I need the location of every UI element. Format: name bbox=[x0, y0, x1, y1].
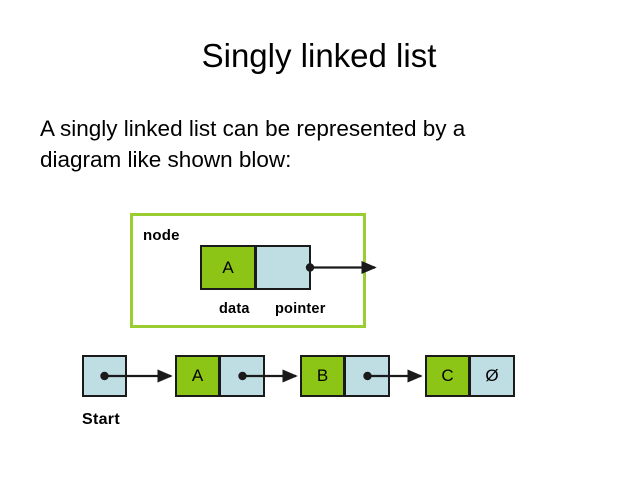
list-node-a: A bbox=[175, 355, 265, 397]
list-node-a-pointer bbox=[220, 355, 265, 397]
node-group-label: node bbox=[143, 227, 180, 244]
body-text-line-1: A singly linked list can be represented … bbox=[40, 116, 466, 141]
body-text-line-2: diagram like shown blow: bbox=[40, 147, 292, 172]
pointer-field-label: pointer bbox=[275, 301, 326, 317]
page-title: Singly linked list bbox=[201, 37, 437, 74]
list-node-c-null-pointer: Ø bbox=[470, 355, 515, 397]
list-node-c-data: C bbox=[425, 355, 470, 397]
list-node-b-data: B bbox=[300, 355, 345, 397]
body-text: A singly linked list can be represented … bbox=[40, 113, 560, 175]
node-pointer-cell bbox=[256, 245, 311, 290]
start-label: Start bbox=[82, 411, 120, 428]
node-data-cell: A bbox=[200, 245, 256, 290]
list-node-b-pointer bbox=[345, 355, 390, 397]
data-field-label: data bbox=[219, 301, 250, 317]
list-node-b: B bbox=[300, 355, 390, 397]
node-diagram: A bbox=[200, 245, 311, 290]
list-node-a-data: A bbox=[175, 355, 220, 397]
start-pointer-box bbox=[82, 355, 127, 397]
list-node-c: C Ø bbox=[425, 355, 515, 397]
